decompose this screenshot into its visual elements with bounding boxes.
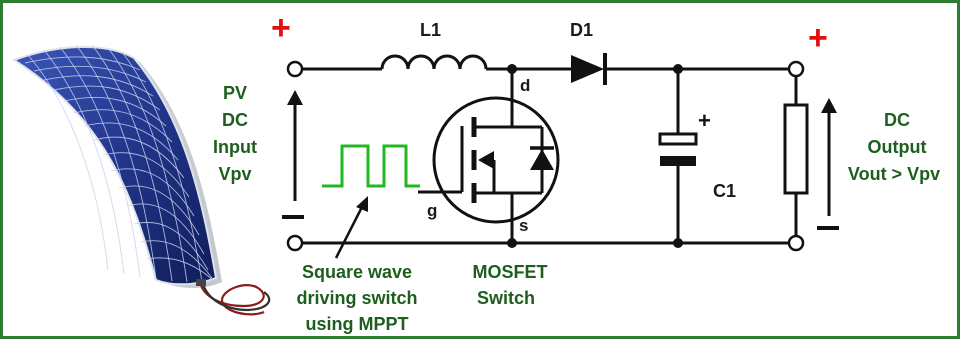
output-voltage-arrow [817,98,839,230]
input-label: PV DC Input Vpv [213,83,257,184]
input-minus-sign [282,215,304,219]
square-wave-caption-line: using MPPT [306,314,409,334]
input-label-line: Vpv [218,164,251,184]
output-terminal-top [787,60,805,78]
input-terminal-bottom [286,234,304,252]
inductor-symbol [380,54,488,70]
diode-symbol [571,53,607,85]
resistor-load-symbol [783,103,809,195]
square-wave-caption: Square wave driving switch using MPPT [296,262,417,334]
square-wave-pointer-arrow [334,196,368,259]
input-label-line: Input [213,137,257,157]
input-label-line: PV [223,83,247,103]
terminals [286,60,805,252]
mosfet-caption: MOSFET Switch [473,262,548,308]
mosfet-arrows [478,149,554,170]
input-terminal-top [286,60,304,78]
output-minus-sign [817,226,839,230]
source-label: s [519,216,528,235]
mosfet-caption-line: MOSFET [473,262,548,282]
input-voltage-arrow [282,90,304,219]
square-wave-icon [322,144,420,188]
input-plus-sign: + [271,9,291,47]
output-label: DC Output Vout > Vpv [848,110,940,184]
solar-panel-image [11,44,271,316]
capacitor-plus-sign: + [698,108,711,133]
capacitor-symbol [658,132,698,166]
drain-label: d [520,76,530,95]
output-plus-sign: + [808,19,828,57]
capacitor-label: C1 [713,181,736,201]
output-label-line: DC [884,110,910,130]
junction-dots [507,64,683,248]
circuit-wires [302,67,798,245]
output-terminal-bottom [787,234,805,252]
gate-label: g [427,201,437,220]
input-label-line: DC [222,110,248,130]
diode-label: D1 [570,20,593,40]
mosfet-caption-line: Switch [477,288,535,308]
inductor-label: L1 [420,20,441,40]
square-wave-caption-line: Square wave [302,262,412,282]
output-label-line: Output [868,137,927,157]
square-wave-caption-line: driving switch [296,288,417,308]
output-label-line: Vout > Vpv [848,164,940,184]
